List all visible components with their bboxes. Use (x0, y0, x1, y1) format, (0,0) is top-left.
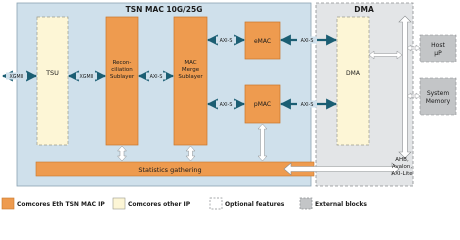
bus-to-host-arrow (406, 44, 421, 52)
reconciliation-label-1: Recon- (113, 60, 132, 66)
legend-label-optional: Optional features (225, 201, 285, 208)
dma-block (336, 16, 370, 146)
system-memory-label-2: Memory (426, 98, 451, 105)
bus-label-3: AXI-Lite (391, 171, 413, 177)
emac-label: eMAC (254, 38, 271, 45)
statistics-gathering-label: Statistics gathering (138, 166, 201, 174)
pmac-label: pMAC (254, 101, 271, 108)
stats-bus-arrow (283, 162, 400, 176)
tsu-block (36, 16, 69, 146)
legend-label-other-ip: Comcores other IP (128, 201, 191, 208)
pmac-block (244, 84, 281, 124)
reconciliation-label-2: ciliation (111, 67, 133, 73)
bus-label-1: AHB, (395, 157, 409, 163)
mac-merge-stats-arrow (185, 145, 196, 162)
dma-to-bus-arrow (368, 50, 403, 60)
legend-swatch-yellow (112, 197, 126, 210)
system-memory-block (419, 77, 457, 116)
mac-merge-sublayer-block (173, 16, 208, 146)
xgmii-mid-label: XGMII (80, 74, 94, 80)
legend-swatch-orange (1, 197, 15, 210)
tsu-label: TSU (45, 69, 59, 77)
dma-block-label: DMA (346, 70, 361, 77)
pmac-stats-arrow (257, 123, 268, 162)
host-label-1: Host (431, 42, 445, 49)
reconciliation-label-3: Sublayer (110, 74, 135, 80)
axi-s-1-label: AXI-S (150, 74, 163, 80)
legend-swatch-gray (299, 197, 313, 210)
mac-merge-label-1: MAC (184, 60, 196, 66)
xgmii-left-label: XGMII (10, 74, 24, 80)
tsn-mac-block-diagram: TSN MAC 10G/25G DMA Statistics gathering… (1, 2, 457, 210)
system-memory-label-1: System (427, 90, 450, 97)
system-bus-arrow (398, 15, 412, 159)
axi-s-emac-in-label: AXI-S (220, 38, 233, 44)
mac-merge-label-2: Merge (182, 67, 200, 73)
axi-s-emac-out-label: AXI-S (301, 38, 314, 44)
legend-label-eth-tsn-mac: Comcores Eth TSN MAC IP (17, 201, 105, 208)
legend: Comcores Eth TSN MAC IP Comcores other I… (1, 197, 367, 210)
tsn-mac-region-title: TSN MAC 10G/25G (126, 5, 203, 14)
axi-s-pmac-out-label: AXI-S (301, 102, 314, 108)
legend-label-external: External blocks (315, 201, 367, 208)
host-label-2: µP (434, 50, 442, 57)
axi-s-pmac-in-label: AXI-S (220, 102, 233, 108)
mac-merge-label-3: Sublayer (178, 74, 203, 80)
host-up-block (419, 34, 457, 63)
reconciliation-sublayer-block (105, 16, 139, 146)
bus-label-2: Avalon, (392, 164, 412, 170)
bus-to-memory-arrow (406, 92, 421, 100)
reconciliation-stats-arrow (116, 145, 128, 162)
legend-swatch-dashed (209, 197, 223, 210)
dma-region-title: DMA (354, 5, 374, 14)
